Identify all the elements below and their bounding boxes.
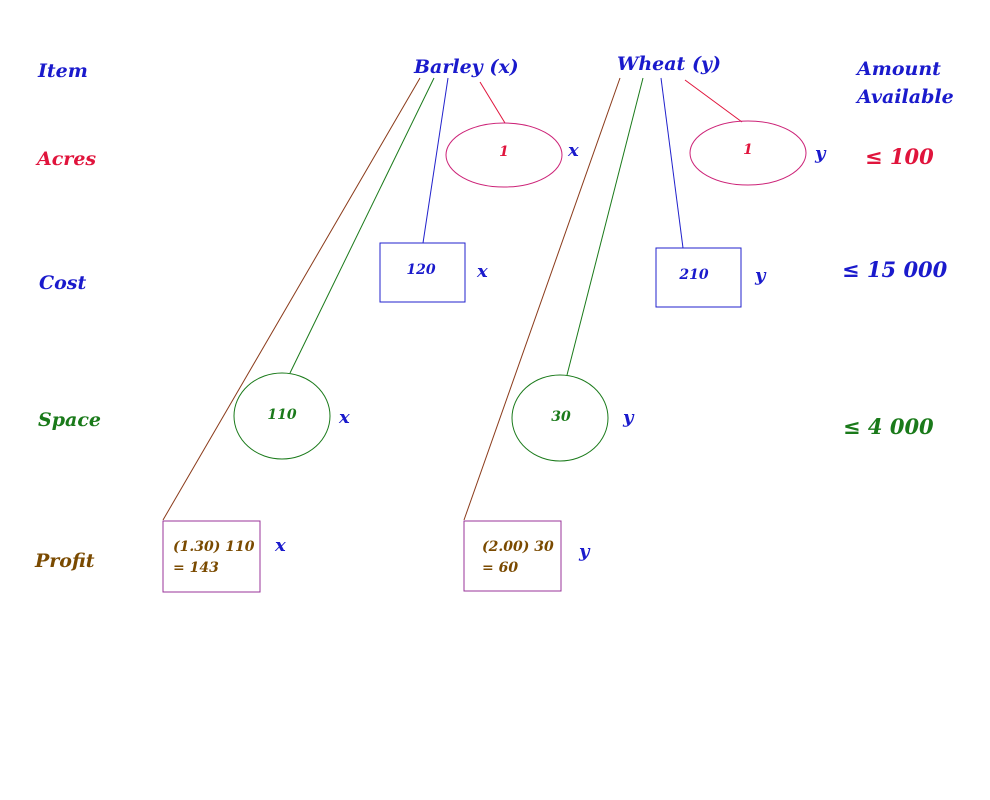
barley-acres-connector	[479, 81, 506, 124]
barley-profit-connector	[162, 77, 421, 521]
barley-profit-text: (1.30) 110 = 143	[173, 537, 254, 579]
barley-space-value: 110	[267, 407, 297, 423]
wheat-profit-connector	[463, 77, 621, 521]
barley-header: Barley (x)	[414, 56, 519, 78]
wheat-cost-connector	[660, 77, 684, 249]
barley-space-connector	[289, 77, 435, 374]
barley-acres-value: 1	[499, 144, 509, 160]
wheat-space-value: 30	[551, 409, 571, 425]
available-space: ≤ 4 000	[843, 414, 934, 439]
item-header: Item	[38, 60, 88, 82]
row-label-acres: Acres	[37, 148, 97, 170]
amount-available-header-line1: Amount	[857, 58, 941, 80]
row-label-profit: Profit	[35, 550, 95, 572]
wheat-cost-var: y	[755, 265, 766, 286]
barley-profit-line1: (1.30) 110	[173, 539, 255, 555]
wheat-space-circle	[511, 374, 609, 462]
wheat-header: Wheat (y)	[617, 53, 721, 75]
wheat-acres-ellipse	[689, 120, 807, 186]
wheat-cost-value: 210	[679, 267, 709, 283]
amount-available-header-line2: Available	[857, 86, 954, 108]
row-label-cost: Cost	[39, 272, 87, 294]
barley-profit-var: x	[275, 535, 286, 556]
barley-cost-var: x	[477, 261, 488, 282]
wheat-space-var: y	[623, 407, 634, 428]
available-cost: ≤ 15 000	[842, 257, 948, 282]
wheat-space-connector	[566, 77, 644, 376]
wheat-profit-var: y	[579, 541, 590, 562]
barley-cost-connector	[422, 77, 449, 244]
available-acres: ≤ 100	[865, 144, 934, 169]
barley-cost-box	[379, 242, 466, 303]
wheat-profit-line2: = 60	[482, 560, 519, 576]
barley-profit-line2: = 143	[173, 560, 219, 576]
barley-cost-value: 120	[406, 262, 436, 278]
barley-space-var: x	[339, 407, 350, 428]
wheat-acres-connector	[684, 79, 743, 123]
wheat-acres-var: y	[815, 143, 826, 164]
wheat-profit-line1: (2.00) 30	[482, 539, 554, 555]
barley-acres-ellipse	[445, 122, 563, 188]
barley-space-circle	[233, 372, 331, 460]
wheat-acres-value: 1	[743, 142, 753, 158]
wheat-cost-box	[655, 247, 742, 308]
wheat-profit-text: (2.00) 30 = 60	[482, 537, 554, 579]
wheat-profit-box	[463, 520, 562, 592]
row-label-space: Space	[38, 409, 101, 431]
barley-acres-var: x	[568, 140, 579, 161]
barley-profit-box	[162, 520, 261, 593]
